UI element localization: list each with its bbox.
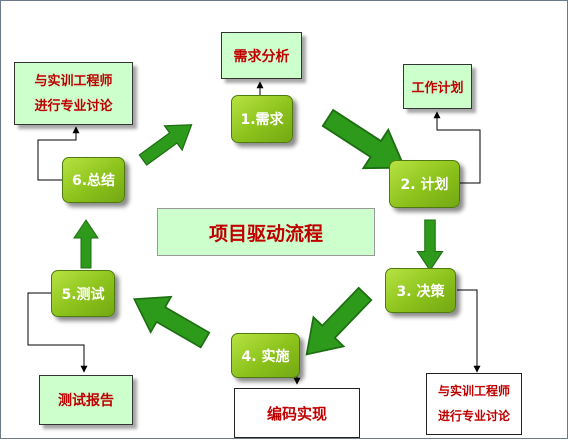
note-discussion-topleft: 与实训工程师 进行专业讨论 xyxy=(14,62,133,125)
note-coding: 编码实现 xyxy=(234,388,360,438)
note-test-report: 测试报告 xyxy=(39,375,133,425)
diagram-title: 项目驱动流程 xyxy=(157,208,375,256)
note-discussion-bottomright-line2: 进行专业讨论 xyxy=(437,409,510,423)
note-requirement-analysis: 需求分析 xyxy=(221,32,302,79)
note-discussion-bottomright: 与实训工程师 进行专业讨论 xyxy=(426,373,522,435)
step-summary[interactable]: 6.总结 xyxy=(62,157,125,203)
step-decision[interactable]: 3. 决策 xyxy=(385,268,456,313)
note-discussion-topleft-line2: 进行专业讨论 xyxy=(34,98,113,114)
diagram-title-text: 项目驱动流程 xyxy=(208,222,323,245)
note-discussion-topleft-line1: 与实训工程师 xyxy=(34,73,113,89)
note-work-plan-text: 工作计划 xyxy=(411,81,464,96)
note-test-report-text: 测试报告 xyxy=(58,393,114,409)
note-discussion-bottomright-line1: 与实训工程师 xyxy=(437,384,510,398)
step-plan[interactable]: 2. 计划 xyxy=(389,160,460,208)
note-work-plan: 工作计划 xyxy=(403,64,472,109)
step-need[interactable]: 1.需求 xyxy=(231,95,293,143)
note-coding-text: 编码实现 xyxy=(266,404,327,423)
note-requirement-analysis-text: 需求分析 xyxy=(233,48,290,65)
step-implement[interactable]: 4. 实施 xyxy=(231,333,300,378)
step-test[interactable]: 5.测试 xyxy=(51,270,115,317)
